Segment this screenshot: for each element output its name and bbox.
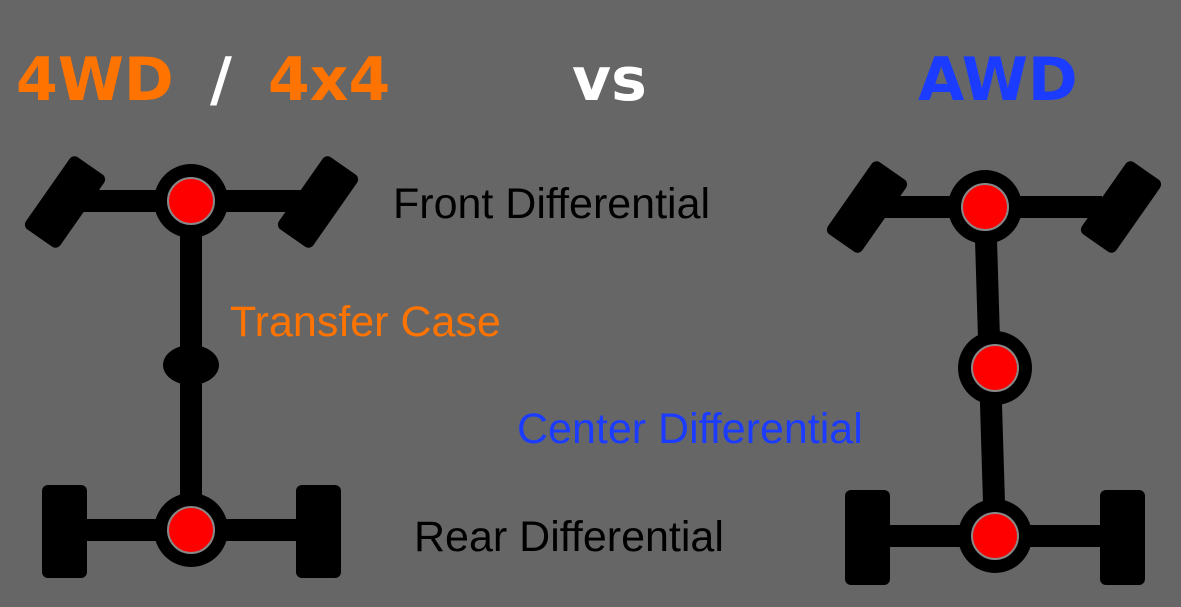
title-vs: vs — [572, 45, 647, 115]
awd-center-differential — [971, 344, 1019, 392]
4wd-rear-differential — [167, 506, 215, 554]
4wd-rear-left-wheel — [42, 485, 87, 578]
label-center-differential: Center Differential — [517, 405, 863, 453]
4wd-drivetrain — [24, 156, 359, 578]
awd-front-right-wheel — [1080, 161, 1162, 253]
awd-drivetrain — [826, 161, 1162, 585]
4wd-transfer-case — [163, 345, 219, 385]
awd-front-differential — [961, 183, 1009, 231]
awd-rear-left-wheel — [845, 490, 890, 585]
title-slash: / — [210, 45, 232, 115]
title-4wd: 4WD — [16, 45, 174, 115]
awd-rear-differential — [971, 512, 1019, 560]
label-transfer-case: Transfer Case — [230, 298, 501, 346]
title-awd: AWD — [918, 45, 1078, 115]
awd-rear-right-wheel — [1100, 490, 1145, 585]
label-rear-differential: Rear Differential — [414, 513, 724, 561]
title-4x4: 4x4 — [268, 45, 390, 115]
4wd-front-left-wheel — [24, 156, 106, 248]
4wd-rear-right-wheel — [296, 485, 341, 578]
4wd-front-differential — [167, 177, 215, 225]
label-front-differential: Front Differential — [393, 180, 710, 228]
4wd-front-right-wheel — [277, 156, 359, 248]
awd-front-left-wheel — [826, 161, 908, 253]
